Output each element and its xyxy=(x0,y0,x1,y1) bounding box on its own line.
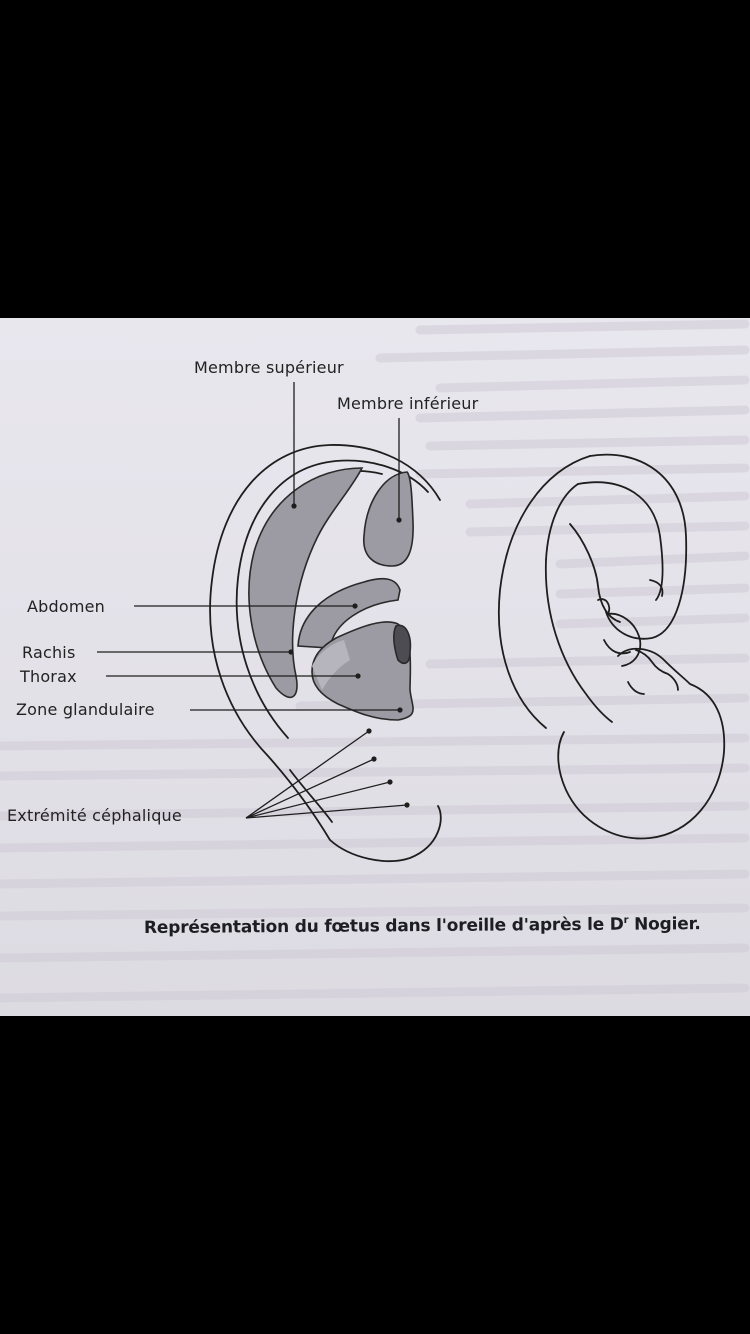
ear-inner-helix xyxy=(235,459,429,739)
ear-outer-helix xyxy=(209,444,442,862)
zone-membre-inferieur xyxy=(363,471,414,567)
fetus-drawing xyxy=(498,453,726,840)
ear-lobule-curve xyxy=(289,769,333,823)
ear-fetus-diagram xyxy=(97,382,726,862)
zone-thorax-light xyxy=(312,640,350,690)
label-membre-inferieur: Membre inférieur xyxy=(337,394,479,413)
caption-text: Représentation du fœtus dans l'oreille d… xyxy=(143,914,624,938)
caption-suffix: Nogier. xyxy=(628,914,701,935)
label-thorax: Thorax xyxy=(20,667,77,686)
leader-dots xyxy=(288,503,410,808)
zone-membre-superieur xyxy=(248,467,364,699)
leader-lines xyxy=(97,382,408,819)
label-abdomen: Abdomen xyxy=(27,597,106,616)
label-rachis: Rachis xyxy=(22,643,76,662)
zone-dark-tragus xyxy=(393,624,412,665)
ear-zones xyxy=(248,467,414,721)
label-membre-superieur: Membre supérieur xyxy=(194,358,344,377)
figure-caption: Représentation du fœtus dans l'oreille d… xyxy=(144,914,701,938)
book-page-photo xyxy=(0,318,750,1016)
label-zone-glandulaire: Zone glandulaire xyxy=(16,700,155,719)
zone-abdomen xyxy=(297,577,401,649)
label-extremite-cephalique: Extrémité céphalique xyxy=(7,806,182,825)
